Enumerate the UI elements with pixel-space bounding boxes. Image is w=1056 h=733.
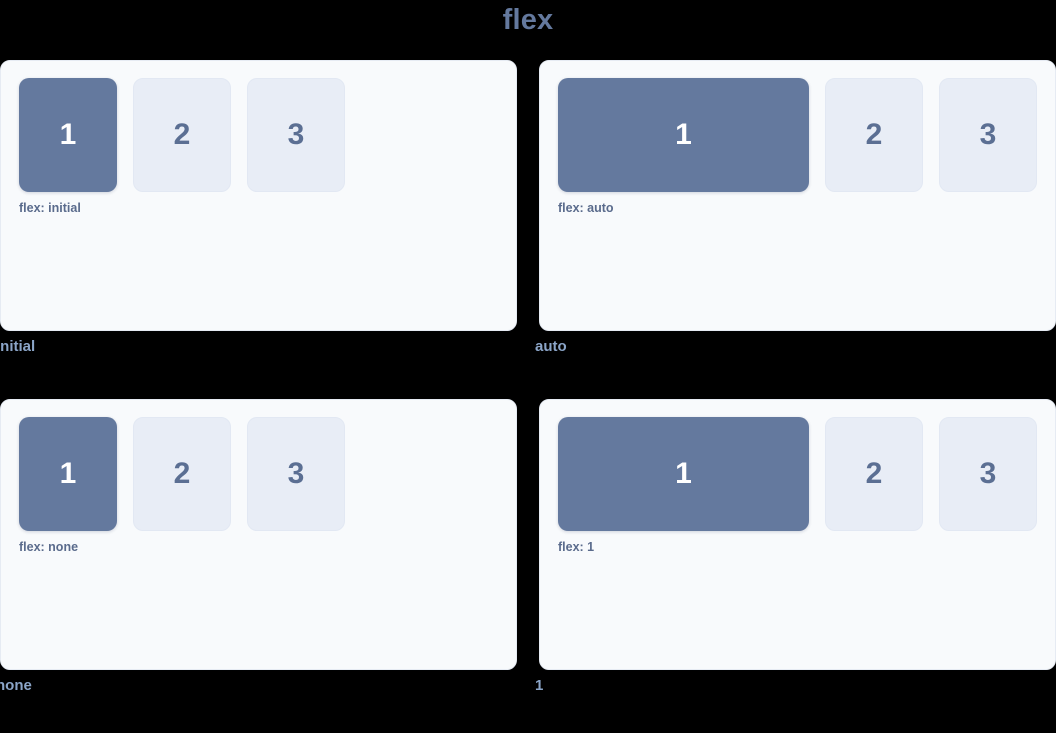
- demo-label-none: none: [0, 677, 32, 694]
- flex-item-1-auto: 1: [558, 78, 809, 192]
- page-title: flex: [502, 4, 554, 36]
- flex-container-initial: 1 2 3: [19, 78, 498, 192]
- demo-caption-initial: flex: initial: [19, 201, 81, 215]
- flex-item-2-one: 2: [825, 417, 923, 531]
- demo-grid: 1 2 3 flex: initial initial 1 2 3 flex:: [0, 60, 1056, 696]
- demo-cell-auto: 1 2 3 flex: auto auto: [535, 60, 1056, 357]
- flex-item-1-initial: 1: [19, 78, 117, 192]
- demo-card-none: 1 2 3 flex: none: [0, 399, 517, 670]
- demo-label-one: 1: [535, 677, 544, 694]
- demo-label-auto: auto: [535, 338, 567, 355]
- flex-container-auto: 1 2 3: [558, 78, 1037, 192]
- demo-caption-none: flex: none: [19, 540, 79, 554]
- flex-container-none: 1 2 3: [19, 417, 498, 531]
- flex-item-2-none: 2: [133, 417, 231, 531]
- flex-item-3-one: 3: [939, 417, 1037, 531]
- flex-item-1-one: 1: [558, 417, 809, 531]
- demo-card-initial: 1 2 3 flex: initial: [0, 60, 517, 331]
- flex-item-2-initial: 2: [133, 78, 231, 192]
- demo-row: 1 2 3 flex: initial initial 1 2 3 flex:: [0, 60, 1056, 357]
- demo-row: 1 2 3 flex: none none 1 2 3 flex: 1: [0, 399, 1056, 696]
- demo-card-one: 1 2 3 flex: 1: [539, 399, 1056, 670]
- flex-container-one: 1 2 3: [558, 417, 1037, 531]
- demo-label-initial: initial: [0, 338, 36, 355]
- demo-cell-one: 1 2 3 flex: 1 1: [535, 399, 1056, 696]
- flex-item-1-none: 1: [19, 417, 117, 531]
- demo-card-auto: 1 2 3 flex: auto: [539, 60, 1056, 331]
- demo-caption-one: flex: 1: [558, 540, 595, 554]
- demo-caption-auto: flex: auto: [558, 201, 614, 215]
- flex-item-3-auto: 3: [939, 78, 1037, 192]
- flex-item-3-initial: 3: [247, 78, 345, 192]
- demo-cell-initial: 1 2 3 flex: initial initial: [0, 60, 517, 357]
- demo-cell-none: 1 2 3 flex: none none: [0, 399, 517, 696]
- flex-item-3-none: 3: [247, 417, 345, 531]
- flex-item-2-auto: 2: [825, 78, 923, 192]
